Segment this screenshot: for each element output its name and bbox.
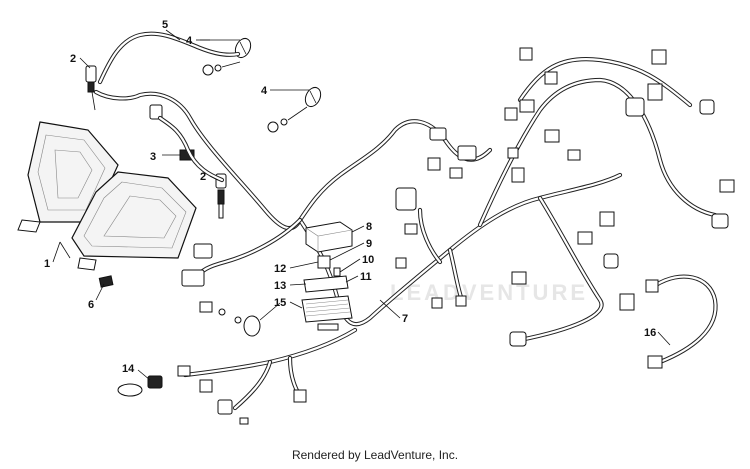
mount-pad xyxy=(98,275,114,288)
callout-labels: 1 2 2 3 4 4 5 6 7 8 9 10 11 12 13 14 15 … xyxy=(44,19,656,375)
watermark: LEADVENTURE xyxy=(390,280,588,305)
callout-14: 14 xyxy=(122,363,135,375)
callout-10: 10 xyxy=(362,254,374,266)
headlight-right xyxy=(71,171,197,271)
callout-6: 6 xyxy=(88,299,94,311)
callout-13: 13 xyxy=(274,280,286,292)
sub-harness xyxy=(645,274,718,369)
callout-11: 11 xyxy=(360,271,372,283)
harness-connectors xyxy=(395,47,735,347)
bulb-socket-upper xyxy=(85,65,97,111)
callout-7: 7 xyxy=(402,313,408,325)
callout-12: 12 xyxy=(274,263,286,275)
adjuster-lower xyxy=(267,86,322,133)
callout-3: 3 xyxy=(150,151,156,163)
callout-2-upper: 2 xyxy=(70,53,76,65)
callout-1: 1 xyxy=(44,258,50,270)
callout-9: 9 xyxy=(366,238,372,250)
callout-4-lower: 4 xyxy=(261,85,268,97)
callout-5: 5 xyxy=(162,19,168,31)
relay xyxy=(317,255,341,277)
callout-4-upper: 4 xyxy=(186,35,193,47)
callout-16: 16 xyxy=(644,327,656,339)
headlight-harness xyxy=(93,31,303,231)
bulb-14 xyxy=(117,375,163,397)
callout-8: 8 xyxy=(366,221,372,233)
harness-connector-left xyxy=(181,243,242,324)
fuse-box xyxy=(305,221,353,253)
render-credit: Rendered by LeadVenture, Inc. xyxy=(291,448,459,462)
fuse-holder xyxy=(301,275,353,331)
callout-2-lower: 2 xyxy=(200,171,206,183)
grommet-ring xyxy=(243,315,261,337)
harness-connector-lower xyxy=(177,365,307,425)
leader-lines xyxy=(52,29,671,381)
callout-15: 15 xyxy=(274,297,286,309)
